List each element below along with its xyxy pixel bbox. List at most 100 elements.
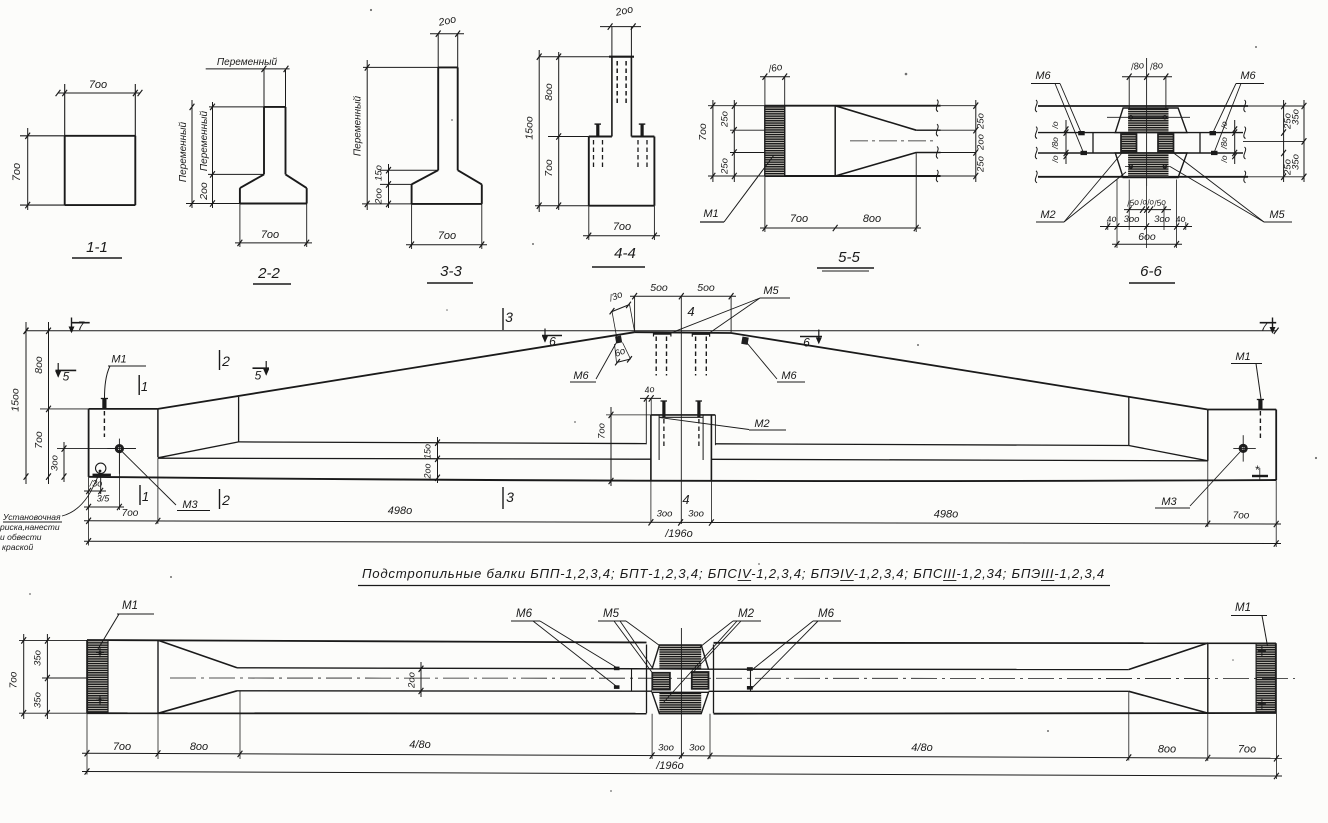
svg-text:риска,нанести: риска,нанести: [0, 522, 60, 532]
svg-text:М1: М1: [703, 208, 718, 220]
svg-text:498o: 498o: [934, 509, 958, 521]
svg-text:4o: 4o: [644, 384, 656, 396]
svg-text:/196o: /196o: [655, 760, 684, 772]
svg-text:6-6: 6-6: [1140, 263, 1162, 280]
svg-text:2: 2: [221, 353, 230, 369]
svg-text:5oo: 5oo: [697, 282, 715, 294]
svg-text:25o: 25o: [720, 111, 731, 128]
svg-text:498o: 498o: [388, 505, 412, 517]
svg-text:2oo: 2oo: [423, 463, 433, 479]
svg-text:/196o: /196o: [664, 528, 693, 540]
svg-text:3/5: 3/5: [97, 494, 111, 504]
svg-text:/o: /o: [1050, 155, 1060, 163]
svg-text:М5: М5: [1269, 209, 1285, 221]
svg-text:/8o: /8o: [1050, 137, 1060, 150]
svg-text:7oo: 7oo: [9, 671, 20, 688]
svg-text:М1: М1: [1235, 351, 1250, 363]
svg-text:Подстропильные балки БПП-1,2,3: Подстропильные балки БПП-1,2,3,4; БПТ-1,…: [362, 566, 1105, 581]
svg-text:3oo: 3oo: [689, 743, 705, 754]
svg-text:М6: М6: [1240, 70, 1256, 82]
svg-text:25o: 25o: [976, 113, 987, 130]
svg-text:8oo: 8oo: [863, 213, 881, 225]
svg-text:М1: М1: [111, 354, 126, 366]
svg-text:6oo: 6oo: [1138, 231, 1156, 243]
svg-text:М3: М3: [1161, 496, 1177, 508]
svg-text:5: 5: [255, 369, 262, 383]
svg-text:5-5: 5-5: [838, 249, 860, 266]
svg-text:М6: М6: [516, 608, 533, 620]
svg-text:М1: М1: [122, 600, 138, 612]
svg-text:4: 4: [687, 304, 694, 319]
svg-text:2oo: 2oo: [374, 188, 385, 205]
svg-text:8oo: 8oo: [543, 83, 555, 101]
svg-text:4/8o: 4/8o: [409, 739, 430, 751]
svg-text:М6: М6: [818, 608, 835, 620]
svg-text:/8o: /8o: [1219, 137, 1229, 150]
svg-text:М6: М6: [1035, 70, 1051, 82]
svg-text:1: 1: [141, 379, 148, 394]
svg-text:15oo: 15oo: [10, 388, 22, 412]
svg-text:35o: 35o: [33, 650, 44, 666]
svg-text:25o: 25o: [976, 156, 987, 173]
svg-text:1-1: 1-1: [86, 239, 108, 256]
svg-text:3oo: 3oo: [50, 455, 61, 471]
svg-text:М3: М3: [182, 499, 198, 511]
svg-text:М6: М6: [781, 370, 797, 382]
svg-text:М2: М2: [1040, 209, 1055, 221]
svg-text:и обвести: и обвести: [0, 532, 42, 542]
svg-text:7oo: 7oo: [33, 431, 45, 449]
svg-text:/o: /o: [1050, 121, 1060, 129]
svg-text:Переменный: Переменный: [199, 110, 210, 171]
svg-text:15o: 15o: [374, 165, 385, 181]
svg-text:7oo: 7oo: [1233, 511, 1250, 522]
svg-text:7oo: 7oo: [597, 423, 608, 439]
svg-text:6: 6: [803, 336, 810, 350]
svg-text:/3o: /3o: [89, 479, 103, 489]
svg-text:Переменный: Переменный: [217, 57, 278, 68]
svg-text:2-2: 2-2: [257, 265, 280, 282]
svg-text:3: 3: [505, 309, 513, 325]
svg-text:35o: 35o: [1291, 109, 1302, 125]
svg-text:6: 6: [549, 335, 556, 349]
svg-text:3oo: 3oo: [658, 743, 674, 754]
svg-text:3oo: 3oo: [1154, 214, 1170, 225]
svg-text:2oo: 2oo: [407, 672, 418, 689]
svg-text:/o: /o: [1219, 121, 1229, 129]
svg-text:35o: 35o: [1291, 154, 1302, 170]
svg-text:М2: М2: [754, 418, 769, 430]
svg-text:7oo: 7oo: [11, 163, 23, 181]
svg-text:М2: М2: [738, 608, 755, 620]
svg-text:Переменный: Переменный: [353, 95, 364, 156]
svg-text:7oo: 7oo: [438, 230, 456, 242]
svg-text:Переменный: Переменный: [178, 121, 189, 182]
svg-text:8oo: 8oo: [1158, 744, 1176, 756]
svg-text:8oo: 8oo: [190, 741, 208, 753]
svg-text:4-4: 4-4: [614, 245, 636, 262]
svg-text:25o: 25o: [720, 158, 731, 175]
svg-text:7oo: 7oo: [261, 229, 279, 241]
svg-text:7oo: 7oo: [122, 508, 139, 519]
svg-text:3-3: 3-3: [440, 263, 462, 280]
svg-text:Установочная: Установочная: [2, 512, 61, 522]
svg-text:4/8o: 4/8o: [911, 742, 932, 754]
svg-text:4: 4: [682, 492, 689, 507]
svg-text:М5: М5: [603, 608, 620, 620]
svg-text:15oo: 15oo: [524, 116, 536, 140]
svg-text:М6: М6: [573, 370, 589, 382]
svg-text:М1: М1: [1235, 602, 1251, 614]
svg-text:5oo: 5oo: [650, 282, 668, 294]
svg-text:7oo: 7oo: [1238, 744, 1256, 756]
svg-text:2oo: 2oo: [976, 134, 987, 151]
svg-text:3oo: 3oo: [1124, 214, 1140, 225]
svg-text:7oo: 7oo: [790, 213, 808, 225]
svg-text:35o: 35o: [33, 692, 44, 708]
svg-text:7oo: 7oo: [113, 741, 131, 753]
svg-text:7oo: 7oo: [613, 221, 631, 233]
svg-text:5: 5: [63, 370, 70, 384]
svg-text:7oo: 7oo: [543, 159, 555, 177]
svg-text:краской: краской: [2, 542, 33, 552]
svg-text:2oo: 2oo: [198, 182, 210, 201]
svg-text:15o: 15o: [423, 444, 433, 459]
svg-text:3: 3: [506, 489, 514, 505]
svg-text:3oo: 3oo: [657, 509, 673, 520]
